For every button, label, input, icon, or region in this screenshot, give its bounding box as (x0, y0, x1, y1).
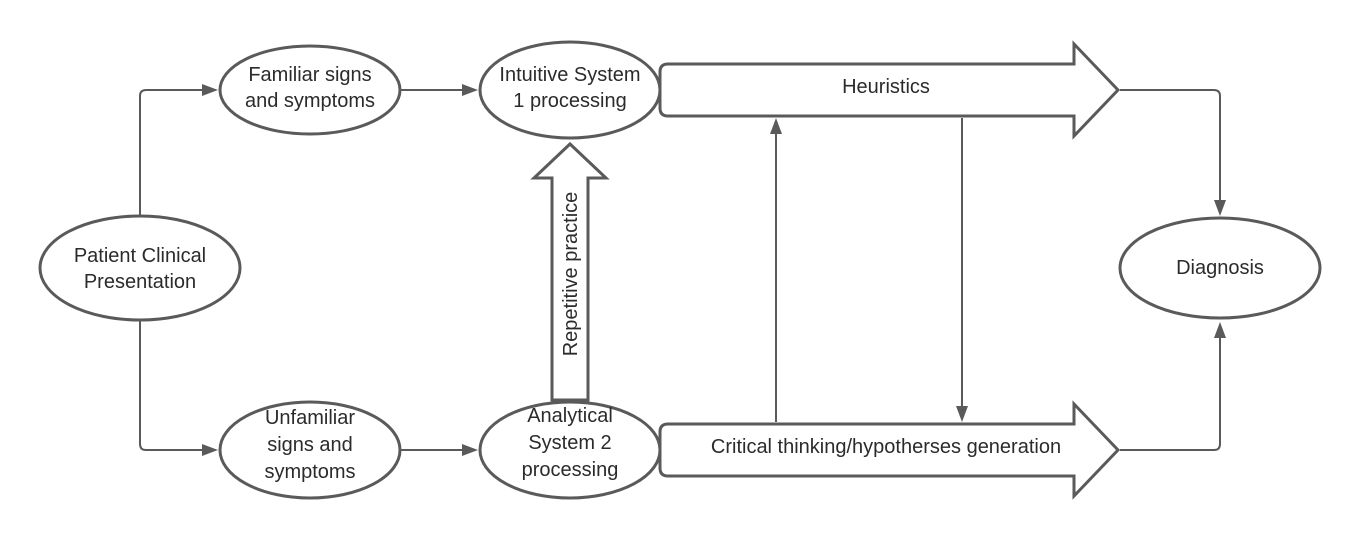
intuitive-line-2: 1 processing (513, 90, 626, 112)
patient-line-1: Patient Clinical (74, 245, 206, 267)
unfamiliar-line-1: Unfamiliar (265, 407, 355, 429)
diagnosis-node: Diagnosis (1118, 216, 1322, 320)
connector-patient-to-unfamiliar (139, 320, 204, 451)
critical-thinking-label: Critical thinking/hypotherses generation (711, 436, 1061, 458)
connector-patient-to-familiar (139, 89, 204, 215)
patient-clinical-presentation-node: Patient Clinical Presentation (38, 214, 242, 322)
heuristics-block-arrow: Heuristics (658, 40, 1121, 140)
arrowhead-analytical (462, 444, 478, 456)
familiar-signs-node: Familiar signs and symptoms (218, 44, 402, 136)
connector-critical-to-diagnosis (1120, 336, 1221, 451)
heuristics-label: Heuristics (842, 76, 930, 98)
intuitive-system-node: Intuitive System 1 processing (478, 40, 662, 140)
repetitive-practice-block-arrow: Repetitive practice (530, 141, 610, 402)
analytical-line-3: processing (522, 459, 619, 481)
repetitive-practice-label: Repetitive practice (560, 192, 582, 357)
analytical-line-1: Analytical (527, 405, 613, 427)
patient-line-2: Presentation (84, 271, 196, 293)
arrowhead-diagnosis-top (1214, 200, 1226, 216)
connector-heuristics-to-diagnosis (1120, 89, 1221, 202)
analytical-line-2: System 2 (528, 432, 611, 454)
intuitive-line-1: Intuitive System (499, 64, 640, 86)
diagnosis-label: Diagnosis (1176, 257, 1264, 279)
unfamiliar-signs-node: Unfamiliar signs and symptoms (218, 400, 402, 500)
arrowhead-unfamiliar (202, 444, 218, 456)
unfamiliar-line-3: symptoms (264, 461, 355, 483)
familiar-line-1: Familiar signs (248, 64, 371, 86)
familiar-line-2: and symptoms (245, 90, 375, 112)
connectors (139, 84, 1226, 456)
critical-thinking-block-arrow: Critical thinking/hypotherses generation (658, 400, 1121, 500)
arrowhead-intuitive (462, 84, 478, 96)
arrowhead-down-critical (956, 406, 968, 422)
arrowhead-up-heuristics (770, 118, 782, 134)
unfamiliar-line-2: signs and (267, 434, 353, 456)
analytical-system-node: Analytical System 2 processing (478, 400, 662, 500)
arrowhead-familiar (202, 84, 218, 96)
arrowhead-diagnosis-bottom (1214, 322, 1226, 338)
